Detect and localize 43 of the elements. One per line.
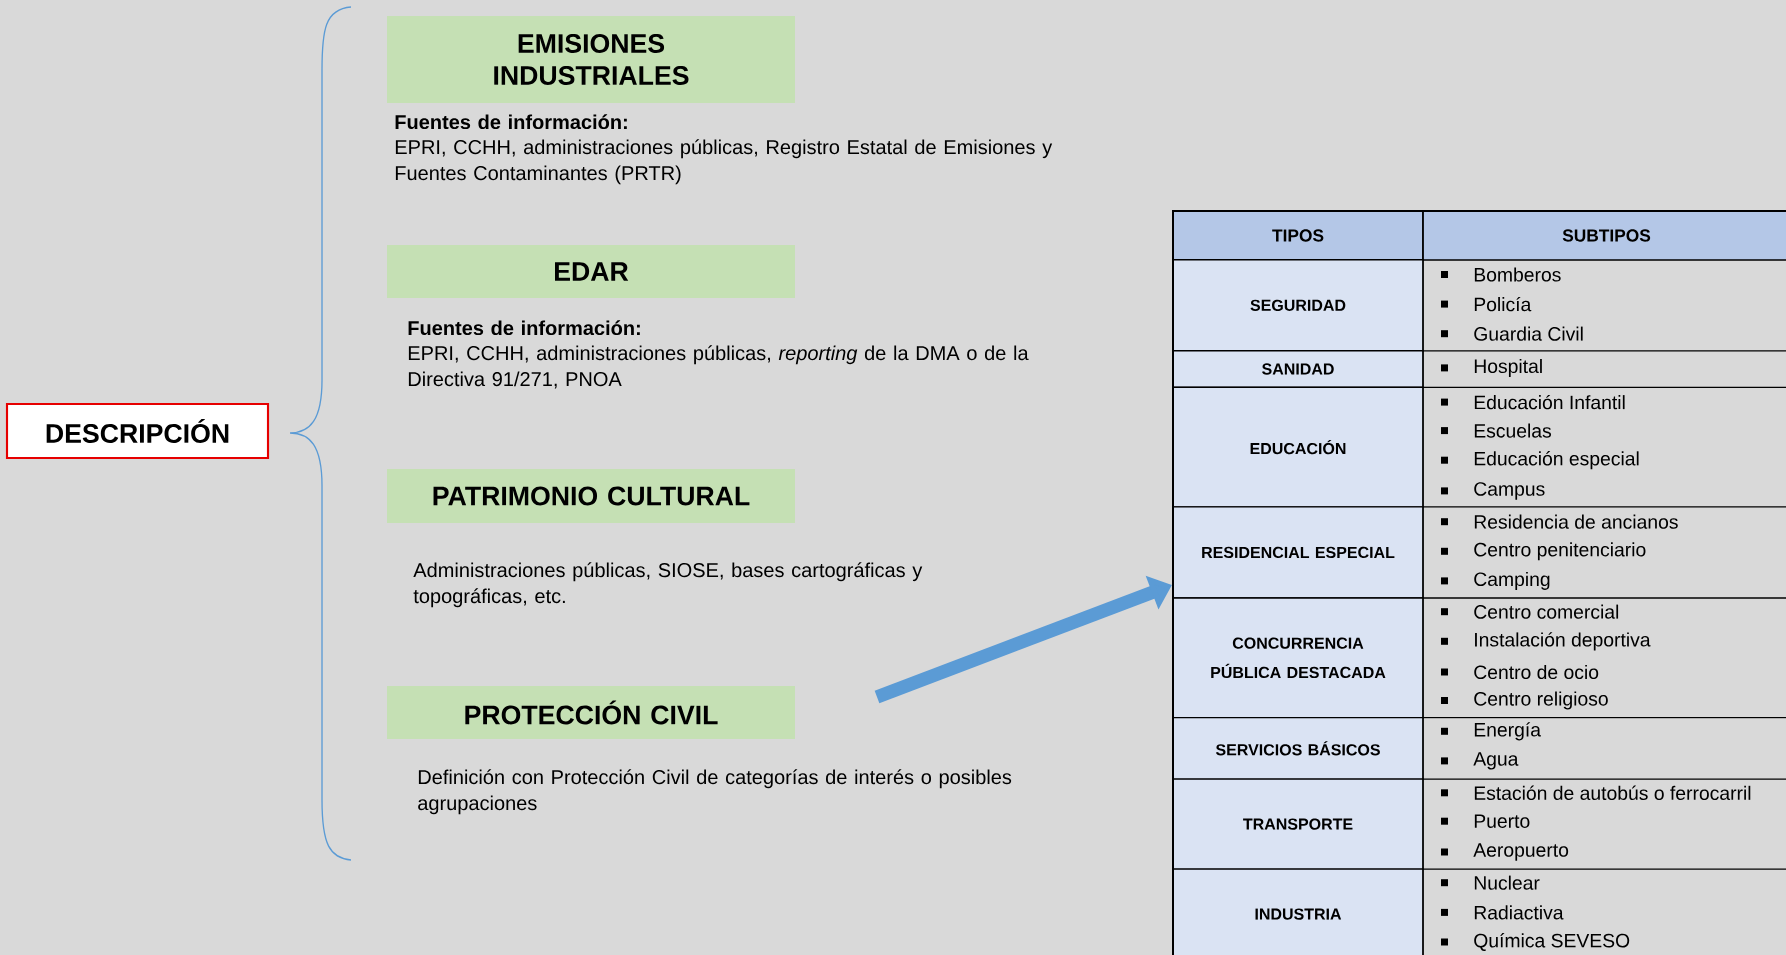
list-item: Estación de autobús o ferrocarril (1441, 785, 1751, 800)
table-cell: SERVICIOS BÁSICOS (1172, 716, 1424, 780)
table-cell: TRANSPORTE (1172, 778, 1424, 870)
list-item: Residencia de ancianos (1441, 514, 1678, 529)
list-item: Instalación deportiva (1441, 632, 1651, 651)
header-cell: SUBTIPOS (1422, 210, 1786, 261)
list-item: Bomberos (1441, 267, 1561, 282)
list-item: Radiactiva (1441, 905, 1564, 920)
list-item: Nuclear (1441, 875, 1540, 890)
list-item: Centro religioso (1441, 691, 1608, 710)
list-item: Campus (1441, 482, 1545, 500)
list-item: Centro penitenciario (1441, 542, 1646, 561)
category-box: EMISIONES INDUSTRIALES (387, 16, 795, 103)
category-box: PROTECCIÓN CIVIL (387, 686, 795, 739)
list-item: Policía (1441, 296, 1532, 312)
list-item: Centro de ocio (1441, 664, 1599, 680)
list-item: Agua (1441, 752, 1519, 770)
list-item: Camping (1441, 571, 1550, 590)
list-item: Química SEVESO (1441, 933, 1630, 951)
table (1172, 210, 1786, 955)
list-item: Centro comercial (1441, 604, 1619, 619)
list-item: Educación Infantil (1441, 394, 1625, 410)
list-item: Escuelas (1441, 423, 1551, 438)
category-box: EDAR (387, 245, 795, 298)
header-cell: TIPOS (1172, 210, 1424, 261)
list-item: Energía (1441, 722, 1541, 741)
description-text: Administraciones públicas, SIOSE, bases cartográficas y topográficas, etc. (413, 562, 923, 608)
category-box: PATRIMONIO CULTURAL (387, 469, 795, 523)
list-item: Guardia Civil (1441, 326, 1583, 341)
heading-text: Fuentes de información: (395, 114, 627, 130)
list-item: Hospital (1441, 358, 1542, 377)
list-item: Educación especial (1441, 451, 1639, 470)
table-cell: SANIDAD (1172, 350, 1424, 388)
table-cell: INDUSTRIA (1172, 868, 1424, 955)
table-cell: CONCURRENCIA PÚBLICA DESTACADA (1172, 597, 1424, 719)
description-text: EPRI, CCHH, administraciones públicas, Registro Estatal de Emisiones y Fuentes Contaminantes (PRTR) (395, 139, 1053, 185)
list-item: Aeropuerto (1441, 843, 1569, 861)
heading-text: Fuentes de información: (408, 320, 640, 336)
description-text: Definición con Protección Civil de categorías de interés o posibles agrupaciones (418, 769, 1012, 815)
title-box: DESCRIPCIÓN (5, 402, 270, 460)
list-item: Puerto (1441, 814, 1530, 828)
table-cell: RESIDENCIAL ESPECIAL (1172, 506, 1424, 599)
description-text: EPRI, CCHH, administraciones públicas, reporting de la DMA o de la Directiva 91/271, PNOA (408, 345, 1029, 389)
